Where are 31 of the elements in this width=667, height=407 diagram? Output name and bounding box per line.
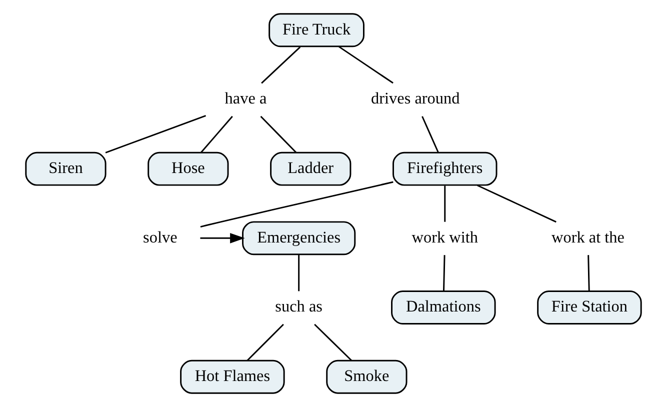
node-box: Firefighters (392, 152, 498, 186)
connector (246, 324, 284, 362)
node-text: work at the (552, 228, 624, 246)
node-text: drives around (371, 90, 460, 108)
connector (261, 46, 301, 84)
connector (588, 255, 590, 292)
connector (477, 184, 556, 223)
connector (260, 116, 297, 154)
node-box: Fire Truck (268, 13, 364, 48)
node-box: Ladder (270, 152, 352, 186)
connector (200, 116, 233, 153)
node-box: Hot Flames (180, 360, 285, 394)
node-text: such as (275, 298, 322, 316)
connector (338, 46, 394, 84)
node-box: Smoke (326, 360, 408, 394)
node-text: have a (224, 90, 267, 108)
node-box: Emergencies (242, 221, 356, 256)
connector (443, 255, 446, 292)
arrow (200, 233, 245, 244)
node-text: work with (412, 228, 478, 246)
connector (314, 324, 352, 362)
connector (200, 181, 394, 228)
node-box: Siren (25, 152, 106, 186)
connector (298, 255, 300, 292)
node-box: Dalmations (391, 290, 496, 324)
node-box: Fire Station (537, 290, 642, 324)
node-text: solve (143, 228, 178, 246)
connector (444, 186, 446, 222)
node-box: Hose (148, 152, 229, 186)
connector (105, 115, 206, 154)
connector (422, 116, 439, 153)
